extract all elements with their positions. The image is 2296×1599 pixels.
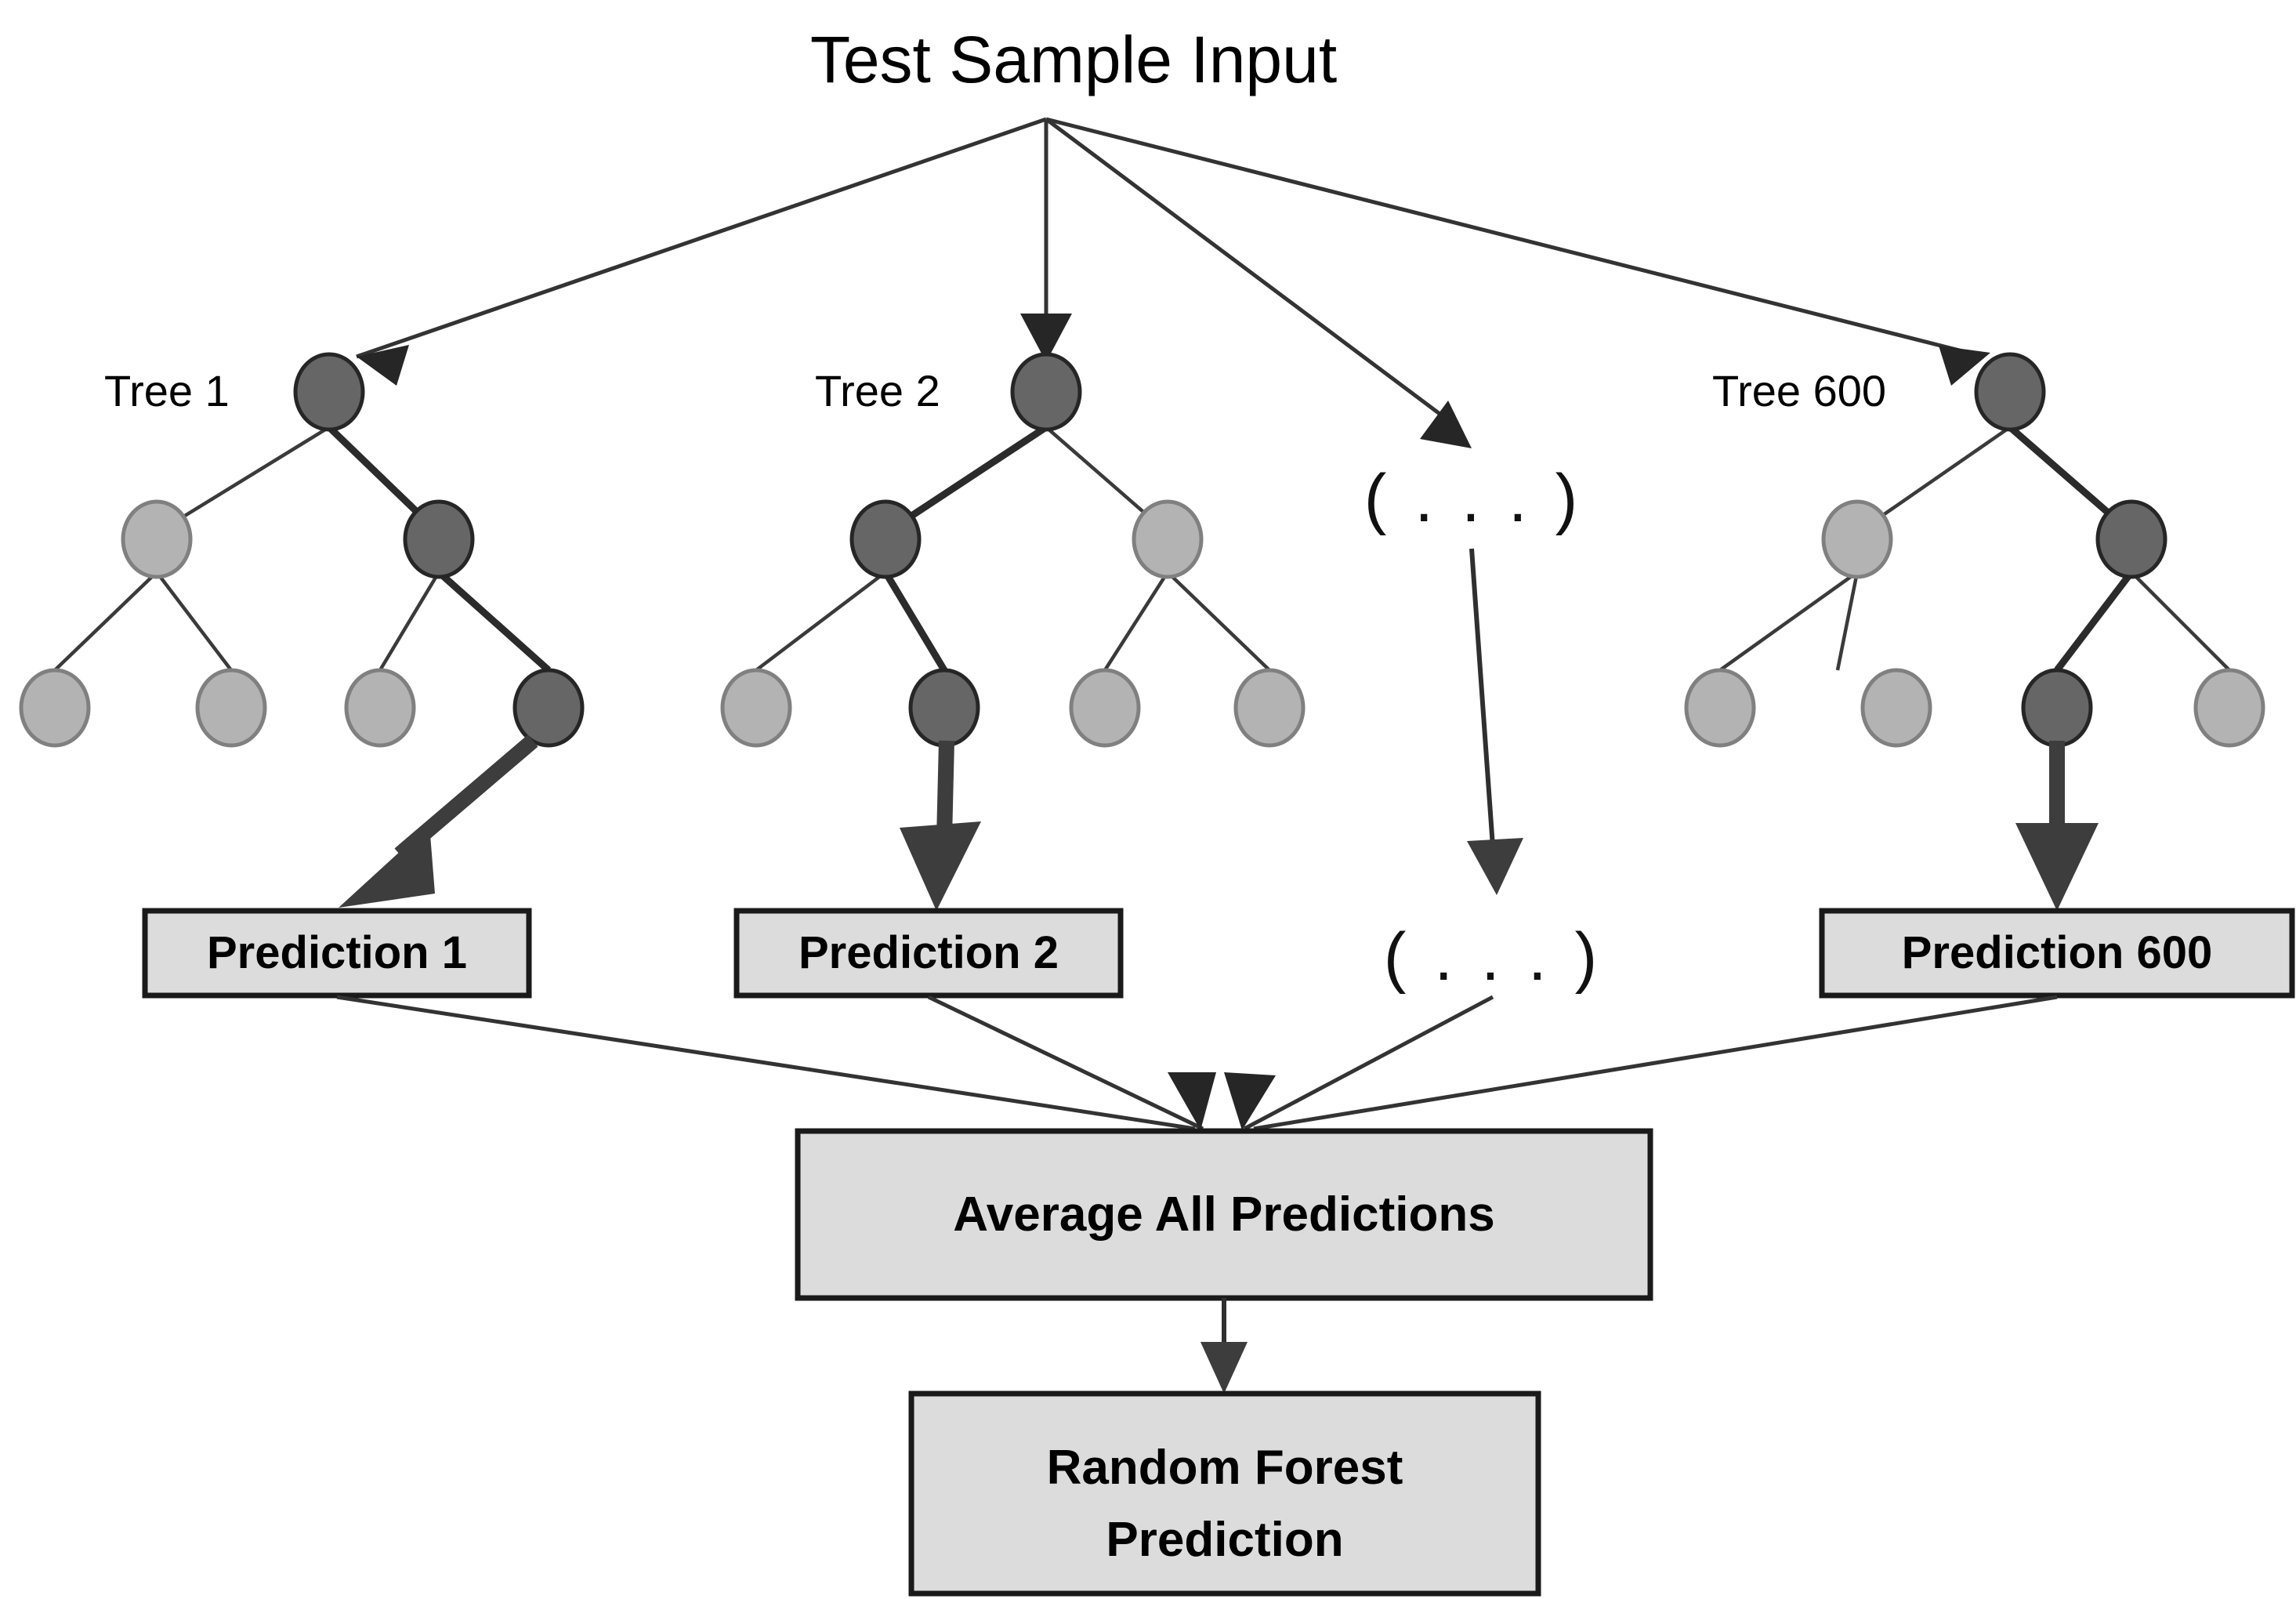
tree-2-edge-left-left [755, 571, 887, 672]
tree-2-node-root [1010, 352, 1082, 432]
tree-600-edge-right-left [2054, 570, 2135, 673]
prediction-600-label: Prediction 600 [1902, 927, 2212, 978]
average-predictions-box[interactable] [795, 1128, 1653, 1301]
tree-1-leaf-3 [344, 668, 416, 748]
ellipsis-connector-arrowhead [1467, 838, 1523, 895]
prediction-1-box[interactable] [142, 908, 532, 999]
tree-600-node-root [1974, 352, 2046, 432]
tree-2-label: Tree 2 [815, 366, 940, 415]
random-forest-prediction-label-line2: Prediction [1106, 1513, 1343, 1567]
tree-1-node-root [293, 352, 365, 432]
tree-1-leaf-4-active [512, 668, 585, 748]
tree-600-label: Tree 600 [1712, 366, 1886, 415]
final-node: Random Forest Prediction [908, 1391, 1541, 1597]
aggregate-node: Average All Predictions [795, 1128, 1653, 1301]
prediction-600-box[interactable] [1819, 908, 2295, 999]
tree-2-edge-right-right [1166, 571, 1271, 672]
fanout-arrowhead-tree-2 [1020, 314, 1072, 362]
tree-1-label: Tree 1 [104, 366, 230, 415]
page-title: Test Sample Input [810, 23, 1337, 96]
merge-arrowhead-left [1168, 1072, 1216, 1130]
tree-600-node-right [2095, 499, 2167, 579]
fanout-arrowhead-ellipsis [1420, 401, 1472, 448]
tree-2-node-left [849, 499, 922, 579]
tree-1-edge-left-left [53, 571, 158, 672]
fanout-line-tree-1 [356, 117, 1047, 359]
tree-600-leaf-3-active [2021, 668, 2093, 748]
fanout-line-tree-600 [1045, 117, 1985, 359]
prediction-2-label: Prediction 2 [799, 927, 1059, 978]
prediction-1-label: Prediction 1 [207, 927, 467, 978]
tree-600-leaf-2 [1860, 668, 1932, 748]
random-forest-prediction-label-line1: Random Forest [1047, 1441, 1403, 1495]
tree-600-group: Tree 600 [1684, 352, 2265, 911]
merge-edges [336, 995, 2058, 1131]
tree-600-node-left [1821, 499, 1893, 579]
tree-2-edge-left-right [882, 570, 947, 673]
tree-1-node-left [121, 499, 193, 579]
tree-600-leaf-4 [2193, 668, 2265, 748]
merge-arrowhead-right [1224, 1072, 1276, 1130]
tree-1-leaf-1 [19, 668, 91, 748]
fanout-arrowhead-tree-1 [357, 345, 409, 386]
tree-1-edge-right-left [378, 571, 440, 672]
merge-line-from-prediction-1 [336, 995, 1196, 1131]
tree-2-leaf-2-active [908, 668, 980, 748]
final-connector-arrowhead [1201, 1342, 1248, 1394]
prediction-boxes: Prediction 1 Prediction 2 Prediction 600 [142, 908, 2295, 999]
fanout-edges [356, 117, 1990, 448]
tree-600-edge-right-right [2130, 571, 2231, 672]
tree-2-group: Tree 2 [720, 352, 1306, 911]
tree-1-edge-right-right [436, 569, 551, 673]
tree-2-leaf-3 [1069, 668, 1141, 748]
tree-2-prediction-arrowhead [900, 821, 981, 911]
tree-600-prediction-arrowhead [2015, 823, 2099, 911]
ellipsis-bottom: ( . . . ) [1384, 919, 1602, 995]
tree-1-prediction-arrowhead [339, 825, 435, 908]
tree-1-edge-root-left [155, 426, 331, 535]
tree-2-leaf-4 [1233, 668, 1306, 748]
fanout-line-ellipsis [1045, 117, 1459, 430]
merge-line-from-prediction-2 [927, 995, 1204, 1131]
prediction-2-box[interactable] [733, 908, 1124, 999]
tree-1-group: Tree 1 [19, 352, 585, 908]
merge-line-from-prediction-600 [1253, 995, 2058, 1131]
ellipsis-top: ( . . . ) [1364, 461, 1583, 536]
tree-2-leaf-1 [720, 668, 792, 748]
tree-600-leaf-1 [1684, 668, 1756, 748]
ellipsis-column: ( . . . ) ( . . . ) [1364, 461, 1602, 995]
final-connector [1201, 1298, 1248, 1394]
tree-2-prediction-arrow-line [936, 740, 954, 839]
tree-600-edge-left-left [1718, 571, 1859, 672]
tree-2-node-right [1132, 499, 1204, 579]
tree-1-node-right [403, 499, 475, 579]
merge-line-from-ellipsis [1243, 995, 1494, 1131]
fanout-arrowhead-tree-600 [1939, 346, 1990, 386]
tree-1-edge-left-right [155, 571, 233, 672]
random-forest-prediction-box[interactable] [908, 1391, 1541, 1597]
tree-2-edge-right-left [1103, 571, 1169, 672]
tree-600-edge-left-right [1835, 571, 1860, 671]
tree-1-leaf-2 [195, 668, 267, 748]
ellipsis-connector-line [1469, 548, 1495, 847]
average-predictions-label: Average All Predictions [953, 1187, 1494, 1242]
